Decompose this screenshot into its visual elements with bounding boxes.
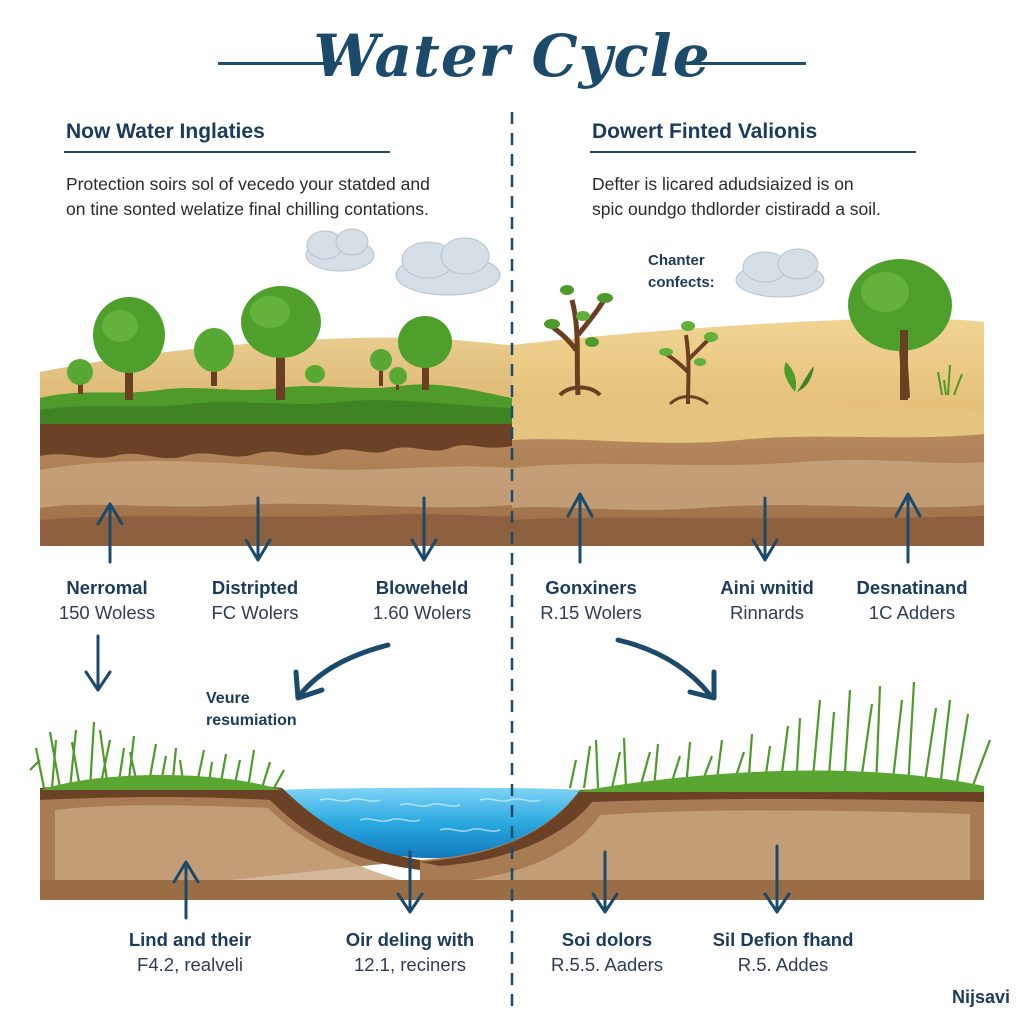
sapling-icon [544, 285, 613, 397]
right-soil-band-dark [512, 516, 984, 546]
right-sand-top [512, 398, 984, 443]
resumption-label: Veure resumiation [206, 688, 297, 732]
stat-left-1: Nerromal 150 Woless [12, 576, 202, 626]
stat-right-2: Aini wnitid Rinnards [672, 576, 862, 626]
stat-value: 1C Adders [868, 602, 956, 623]
bottom-stat-right-2: Sil Defion fhand R.5. Addes [688, 928, 878, 978]
right-grass-icon [568, 681, 992, 789]
resumption-label-line: Veure [206, 690, 250, 707]
resumption-label-line: resumiation [206, 712, 297, 729]
stat-right-3: Desnatinand 1C Adders [817, 576, 1007, 626]
arrow-down-icon [244, 496, 272, 562]
right-heading: Dowert Finted Valionis [592, 120, 818, 143]
left-description: Protection soirs sol of vecedo your stat… [66, 172, 430, 222]
tree-icon [370, 349, 392, 386]
left-soil-band-dark [40, 514, 512, 546]
right-description: Defter is licared adudsiaized is on spic… [592, 172, 881, 222]
stat-title: Bloweheld [375, 577, 469, 598]
tree-icon [398, 316, 452, 390]
stat-title: Soi dolors [561, 929, 653, 950]
right-description-line: Defter is licared adudsiaized is on [592, 174, 854, 194]
right-bank-topsoil [420, 787, 984, 866]
curved-arrow-icon [615, 637, 717, 701]
right-bank-light [470, 810, 970, 880]
stat-value: Rinnards [729, 602, 805, 623]
stat-title: Oir deling with [345, 929, 475, 950]
cloud-label-line: confects: [648, 274, 715, 291]
cloud-icon [735, 248, 825, 298]
left-heading: Now Water Inglaties [66, 120, 265, 143]
stat-title: Gonxiners [545, 577, 637, 598]
left-soil-band-light [40, 461, 512, 508]
stat-value: R.5. Addes [737, 954, 829, 975]
right-heading-rule [590, 151, 916, 153]
tree-icon [93, 297, 165, 400]
arrow-up-icon [566, 492, 594, 564]
leaf-icon [784, 362, 814, 392]
left-bank-topsoil [40, 782, 420, 870]
tree-icon [389, 367, 407, 390]
right-upper-landscape [512, 318, 984, 546]
stat-left-2: Distripted FC Wolers [160, 576, 350, 626]
left-upper-landscape [40, 337, 512, 546]
arrow-up-icon [894, 492, 922, 564]
arrow-down-icon [763, 844, 791, 914]
curved-arrow-icon [293, 642, 391, 701]
arrow-down-icon [410, 496, 438, 562]
bottom-stat-right-1: Soi dolors R.5.5. Aaders [512, 928, 702, 978]
left-heading-rule [64, 151, 390, 153]
bottom-stat-left-2: Oir deling with 12.1, reciners [315, 928, 505, 978]
arrow-down-icon [396, 850, 424, 914]
stat-title: Lind and their [128, 929, 252, 950]
stat-title: Nerromal [66, 577, 148, 598]
left-trees [67, 286, 452, 400]
brand-logo: Nijsavi [951, 987, 1010, 1007]
left-grass-icon [29, 721, 285, 789]
stat-value: R.15 Wolers [540, 602, 642, 623]
stat-left-3: Bloweheld 1.60 Wolers [327, 576, 517, 626]
bottom-stat-left-1: Lind and their F4.2, realveli [95, 928, 285, 978]
title-rule-left [218, 62, 342, 65]
lower-landscape [29, 681, 992, 900]
tree-icon [67, 359, 93, 394]
right-description-line: spic oundgo thdlorder cistiradd a soil. [592, 199, 881, 219]
right-plants [544, 259, 963, 406]
right-soil-band-light [512, 460, 984, 510]
stat-title: Sil Defion fhand [712, 929, 854, 950]
tree-icon [848, 259, 952, 400]
tree-icon [194, 328, 234, 386]
stat-value: F4.2, realveli [137, 954, 243, 975]
tree-icon [241, 286, 321, 400]
arrow-down-icon [591, 850, 619, 914]
stat-value: FC Wolers [211, 602, 299, 623]
cloud-icon [305, 228, 375, 272]
arrow-up-icon [96, 502, 124, 564]
stat-title: Aini wnitid [720, 577, 814, 598]
stat-title: Desnatinand [856, 577, 968, 598]
left-topsoil [40, 418, 512, 459]
arrow-down-icon [751, 496, 779, 562]
page-title: Water Cycle [313, 22, 711, 90]
left-description-line: Protection soirs sol of vecedo your stat… [66, 174, 430, 194]
left-description-line: on tine sonted welatize final chilling c… [66, 199, 429, 219]
cloud-label-line: Chanter [648, 252, 705, 269]
cloud-icon [395, 237, 501, 296]
stat-value: R.5.5. Aaders [550, 954, 664, 975]
stat-value: 12.1, reciners [353, 954, 467, 975]
stat-right-1: Gonxiners R.15 Wolers [496, 576, 686, 626]
cloud-label: Chanter confects: [648, 250, 715, 294]
stat-value: 1.60 Wolers [372, 602, 472, 623]
grass-tuft-icon [937, 364, 963, 396]
stat-title: Distripted [211, 577, 299, 598]
arrow-down-icon [84, 634, 112, 692]
arrow-up-icon [172, 860, 200, 920]
left-bank-light [55, 805, 400, 883]
sapling-icon [659, 321, 718, 406]
stat-value: 150 Woless [58, 602, 156, 623]
title-rule-right [680, 62, 806, 65]
flow-arrows [84, 492, 922, 920]
tree-icon [305, 365, 325, 383]
